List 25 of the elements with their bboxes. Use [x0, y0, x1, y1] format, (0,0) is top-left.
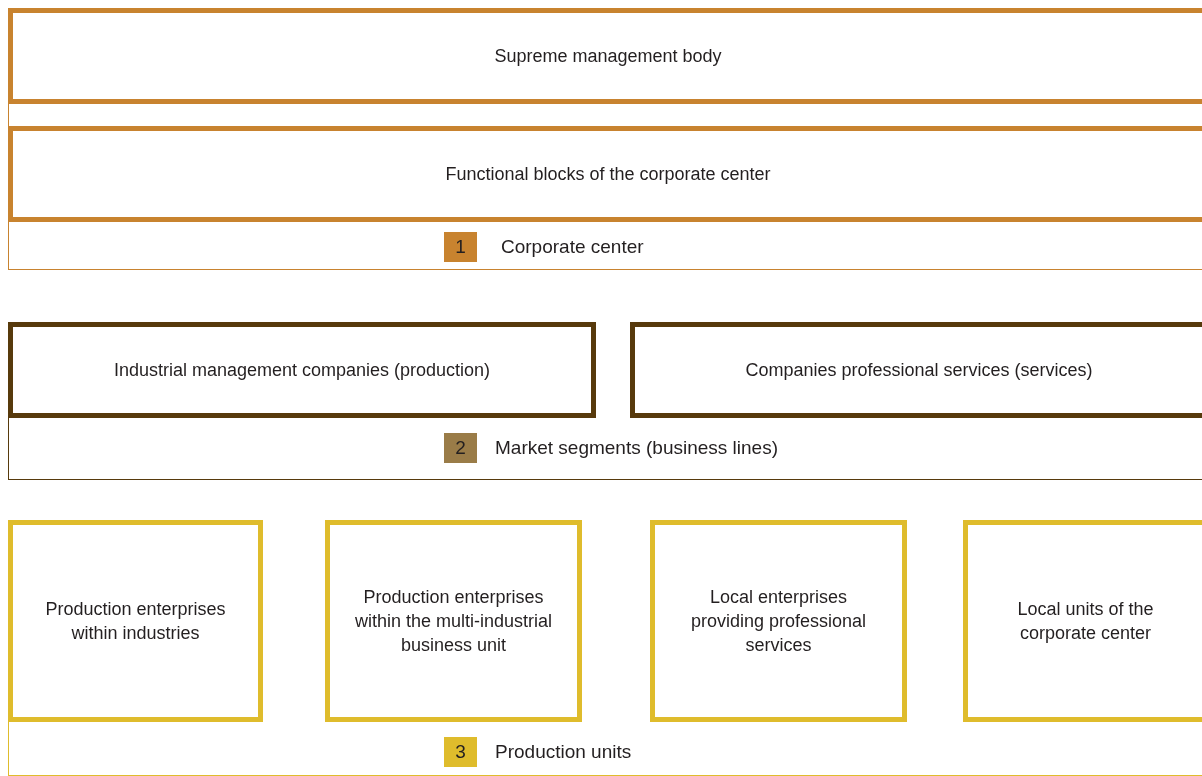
number-badge: 2 [444, 433, 477, 463]
group-band [8, 8, 1202, 270]
group-band [8, 322, 1202, 480]
box-text: Functional blocks of the corporate center [444, 163, 772, 186]
group-label: Corporate center [501, 235, 644, 259]
unit-box [650, 520, 907, 722]
unit-box [8, 322, 596, 418]
unit-box [8, 520, 263, 722]
unit-box [8, 8, 1202, 104]
unit-box [8, 126, 1202, 222]
group-label: Production units [495, 740, 632, 764]
unit-box [963, 520, 1202, 722]
unit-box [630, 322, 1202, 418]
unit-box [325, 520, 582, 722]
box-text: Local units of the corporate center [1016, 598, 1155, 645]
box-text: Local enterprises providing professional services [689, 586, 868, 657]
box-text: Production enterprises within industries [44, 598, 227, 645]
box-text: Industrial management companies (production) [112, 359, 492, 382]
group-band [8, 520, 1202, 776]
box-text: Production enterprises within the multi-industrial business unit [353, 586, 554, 657]
group-label: Market segments (business lines) [495, 436, 778, 460]
number-badge: 3 [444, 737, 477, 767]
box-text: Companies professional services (services) [744, 359, 1094, 382]
number-badge: 1 [444, 232, 477, 262]
box-text: Supreme management body [493, 45, 723, 68]
